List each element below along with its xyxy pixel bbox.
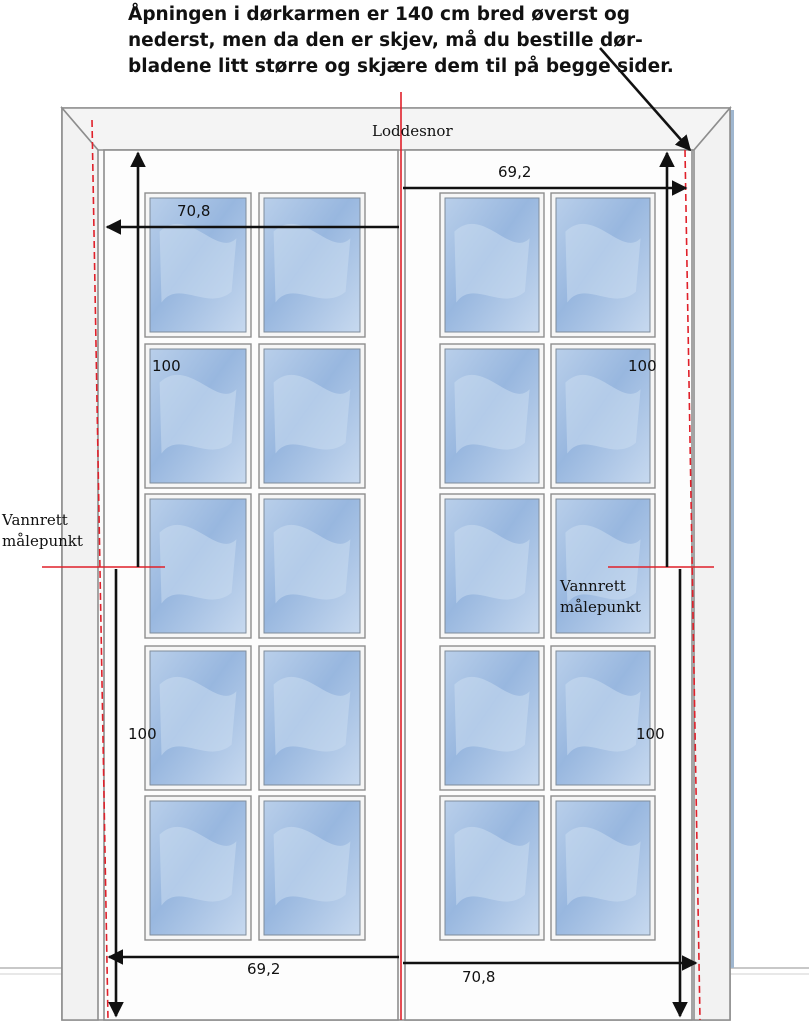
glass-highlight-right-r2-c2 xyxy=(565,374,641,454)
glass-highlight-right-r1-c1 xyxy=(454,223,530,303)
wall-edge xyxy=(730,110,734,968)
frame-skew-guide-left xyxy=(91,119,109,1021)
annotation-line-2: nederst, men da den er skjev, må du best… xyxy=(128,30,643,51)
level-point-right-line-2: målepunkt xyxy=(560,598,641,616)
right-lower-height-label: 100 xyxy=(636,725,665,743)
glass-highlight-right-r4-c2 xyxy=(565,676,641,756)
glass-highlight-left-r2-c1 xyxy=(159,374,237,454)
level-point-left-line-1: Vannrett xyxy=(2,511,68,529)
glass-highlight-right-r3-c2 xyxy=(565,524,641,604)
glass-panes xyxy=(144,192,656,941)
glass-highlight-left-r1-c2 xyxy=(273,223,351,303)
glass-highlight-right-r2-c1 xyxy=(454,374,530,454)
glass-highlight-right-r4-c1 xyxy=(454,676,530,756)
annotation-pointer-arrow xyxy=(599,47,692,152)
glass-highlight-left-r3-c2 xyxy=(273,524,351,604)
right-bottom-width-label: 70,8 xyxy=(462,968,496,986)
glass-highlight-right-r1-c2 xyxy=(565,223,641,303)
glass-highlight-left-r5-c1 xyxy=(159,826,237,906)
glass-highlight-left-r2-c2 xyxy=(273,374,351,454)
glass-highlight-right-r5-c1 xyxy=(454,826,530,906)
left-lower-height-label: 100 xyxy=(128,725,157,743)
level-point-left-line-2: målepunkt xyxy=(2,532,83,550)
glass-highlight-right-r3-c1 xyxy=(454,524,530,604)
glass-highlight-left-r5-c2 xyxy=(273,826,351,906)
plumb-line-label: Loddesnor xyxy=(372,122,453,140)
glass-highlight-left-r1-c1 xyxy=(159,223,237,303)
glass-highlight-left-r4-c1 xyxy=(159,676,237,756)
left-top-width-label: 70,8 xyxy=(177,202,211,220)
level-point-label-left: Vannrett målepunkt xyxy=(2,510,83,552)
annotation-note: Åpningen i dørkarmen er 140 cm bred øver… xyxy=(128,2,674,80)
glass-highlight-left-r4-c2 xyxy=(273,676,351,756)
right-upper-height-label: 100 xyxy=(628,357,657,375)
glass-highlight-right-r5-c2 xyxy=(565,826,641,906)
annotation-line-3: bladene litt større og skjære dem til på… xyxy=(128,56,674,77)
level-point-label-right: Vannrett målepunkt xyxy=(560,576,641,618)
left-upper-height-label: 100 xyxy=(152,357,181,375)
left-bottom-width-label: 69,2 xyxy=(247,960,281,978)
frame-skew-guide-right xyxy=(684,149,701,1021)
glass-highlight-left-r3-c1 xyxy=(159,524,237,604)
annotation-line-1: Åpningen i dørkarmen er 140 cm bred øver… xyxy=(128,4,630,25)
right-top-width-label: 69,2 xyxy=(498,163,532,181)
level-point-right-line-1: Vannrett xyxy=(560,577,626,595)
